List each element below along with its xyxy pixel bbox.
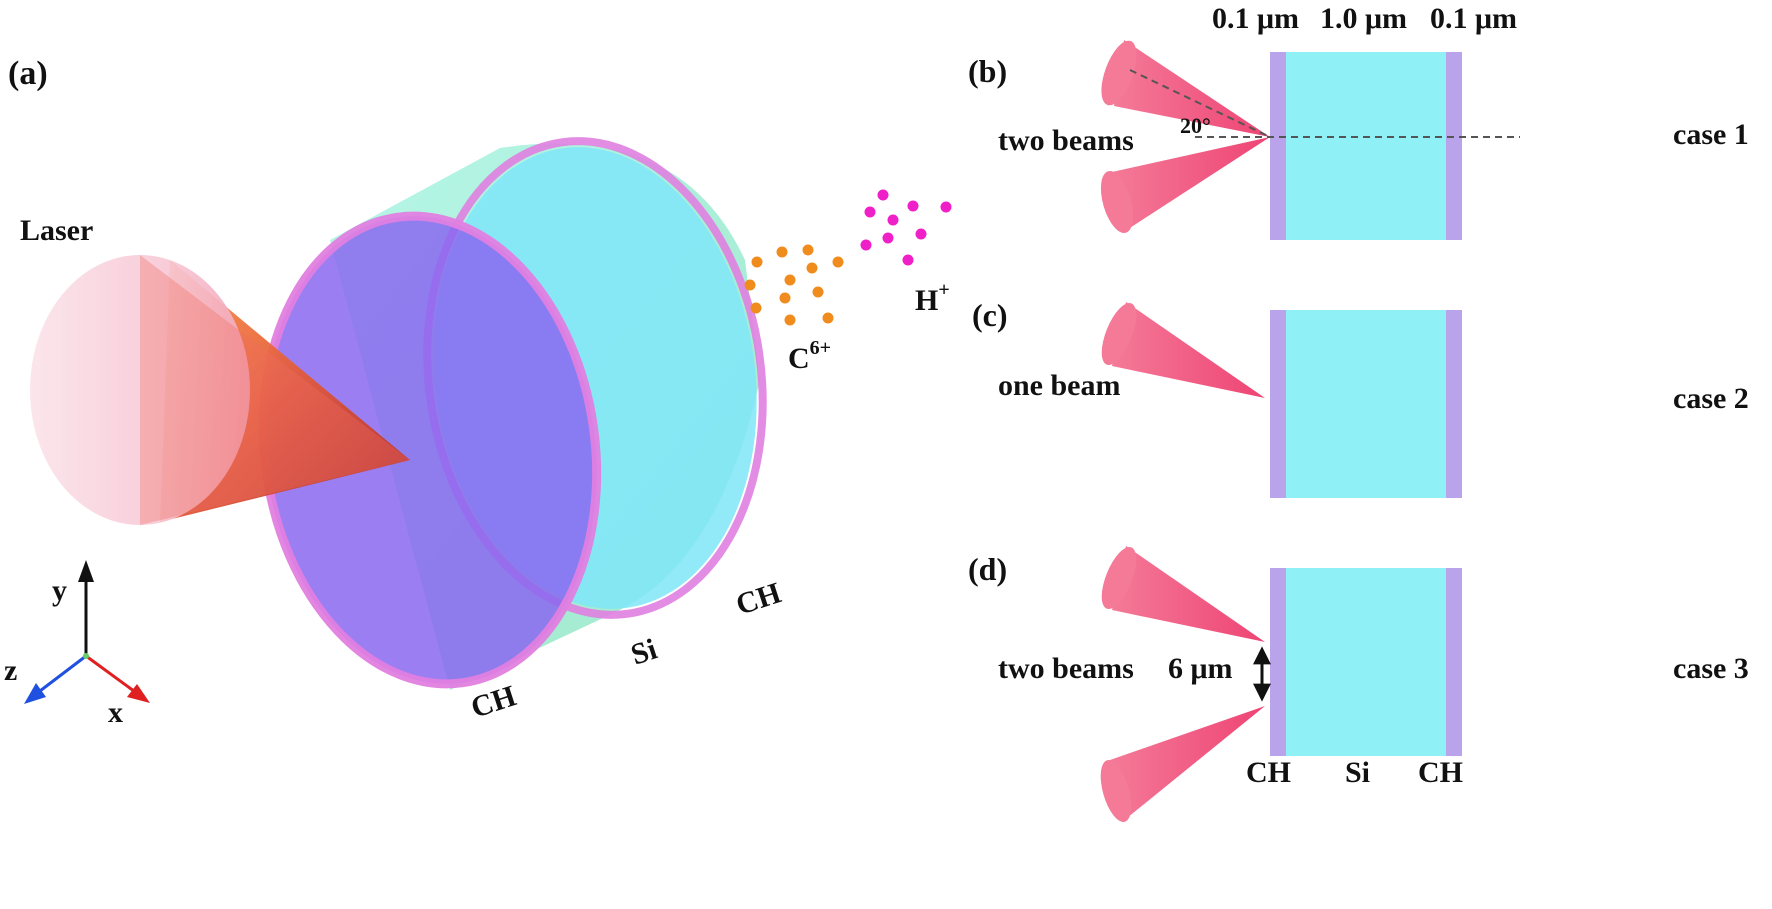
proton <box>877 189 889 201</box>
bottom-layer-labels: CH Si CH <box>1246 756 1463 789</box>
si-layer <box>1286 310 1446 498</box>
protons <box>860 189 952 266</box>
proton <box>915 228 927 240</box>
carbon-ion <box>784 314 796 326</box>
proton <box>887 214 899 226</box>
axis-x-arrow <box>85 654 139 696</box>
layer-label-si: Si <box>627 633 661 672</box>
ch-layer-front <box>1270 52 1286 240</box>
carbon-ion <box>779 292 791 304</box>
carbon-ion <box>802 244 814 256</box>
carbon-ion <box>751 256 763 268</box>
case-1-label: case 1 <box>1673 118 1749 151</box>
carbon-ion <box>832 256 844 268</box>
axis-z-arrow <box>35 654 87 696</box>
panel-d-beams-label: two beams <box>998 652 1134 685</box>
thickness-labels: 0.1 μm 1.0 μm 0.1 μm <box>1212 2 1517 35</box>
layer-label-back-ch: CH <box>732 576 785 621</box>
axis-z-arrowhead <box>24 683 46 704</box>
axis-origin <box>83 653 89 659</box>
si-layer <box>1286 52 1446 240</box>
beam-lower <box>1112 137 1270 233</box>
proton <box>907 200 919 212</box>
layer-label-front-ch: CH <box>467 679 520 724</box>
beam-axis-dash <box>1129 69 1271 138</box>
axis-y-arrowhead <box>78 560 94 582</box>
carbon-ion <box>744 279 756 291</box>
laser-cone <box>30 255 410 525</box>
axis-x-arrowhead <box>127 684 150 703</box>
ch-layer-front <box>1270 310 1286 498</box>
cylinder-front-face <box>263 216 597 684</box>
angle-label: 20° <box>1180 113 1211 138</box>
carbon-ion <box>806 262 818 274</box>
ch-layer-front <box>1270 568 1286 756</box>
panel-d-tag: (d) <box>968 551 1007 587</box>
proton <box>902 254 914 266</box>
ch-layer-back <box>1446 52 1462 240</box>
thickness-back: 0.1 μm <box>1430 2 1517 35</box>
proton <box>860 239 872 251</box>
beam-lower-base <box>1100 760 1132 822</box>
beam-upper <box>1114 40 1270 137</box>
carbon-ion <box>776 246 788 258</box>
ch-layer-back <box>1446 310 1462 498</box>
target-cylinder <box>258 137 767 691</box>
beam-lower-base <box>1100 170 1134 234</box>
carbon-ion-label: C6+ <box>788 337 831 375</box>
axis-x-label: x <box>108 696 123 729</box>
panel-b-beams-label: two beams <box>998 124 1134 157</box>
panel-b: (b) two beams 20° case 1 <box>968 40 1749 240</box>
laser-cone-shade <box>140 255 410 525</box>
proton-label: H+ <box>915 279 950 317</box>
panel-d: (d) two beams 6 μm case 3 <box>968 546 1749 822</box>
carbon-ions <box>744 244 844 326</box>
beam-single-base <box>1101 303 1137 365</box>
beam-upper-base <box>1101 547 1137 609</box>
proton <box>940 201 952 213</box>
laser-cone-base <box>30 255 250 525</box>
proton <box>882 232 894 244</box>
panel-a-tag: (a) <box>8 55 48 92</box>
bottom-label-back-ch: CH <box>1418 756 1463 789</box>
panel-b-tag: (b) <box>968 53 1007 89</box>
axis-y-label: y <box>52 574 67 607</box>
spacing-label: 6 μm <box>1168 652 1233 685</box>
beam-upper <box>1112 546 1265 642</box>
beam-upper-base <box>1101 40 1137 106</box>
beam-single <box>1112 302 1265 398</box>
axis-z-label: z <box>4 654 17 687</box>
laser-label: Laser <box>20 214 93 247</box>
carbon-ion <box>822 312 834 324</box>
ch-layer-back <box>1446 568 1462 756</box>
proton <box>864 206 876 218</box>
case-2-label: case 2 <box>1673 382 1749 415</box>
coordinate-axes: y x z <box>4 560 150 729</box>
panel-c-tag: (c) <box>972 297 1008 333</box>
case-3-label: case 3 <box>1673 652 1749 685</box>
carbon-ion <box>750 302 762 314</box>
thickness-middle: 1.0 μm <box>1320 2 1407 35</box>
panel-a: (a) Laser CH Si CH <box>4 55 952 729</box>
bottom-label-front-ch: CH <box>1246 756 1291 789</box>
thickness-front: 0.1 μm <box>1212 2 1299 35</box>
beam-lower <box>1110 706 1265 822</box>
bottom-label-si: Si <box>1345 756 1370 789</box>
panel-c: (c) one beam case 2 <box>972 297 1749 498</box>
si-layer <box>1286 568 1446 756</box>
carbon-ion <box>784 274 796 286</box>
panel-c-beams-label: one beam <box>998 369 1121 402</box>
carbon-ion <box>812 286 824 298</box>
